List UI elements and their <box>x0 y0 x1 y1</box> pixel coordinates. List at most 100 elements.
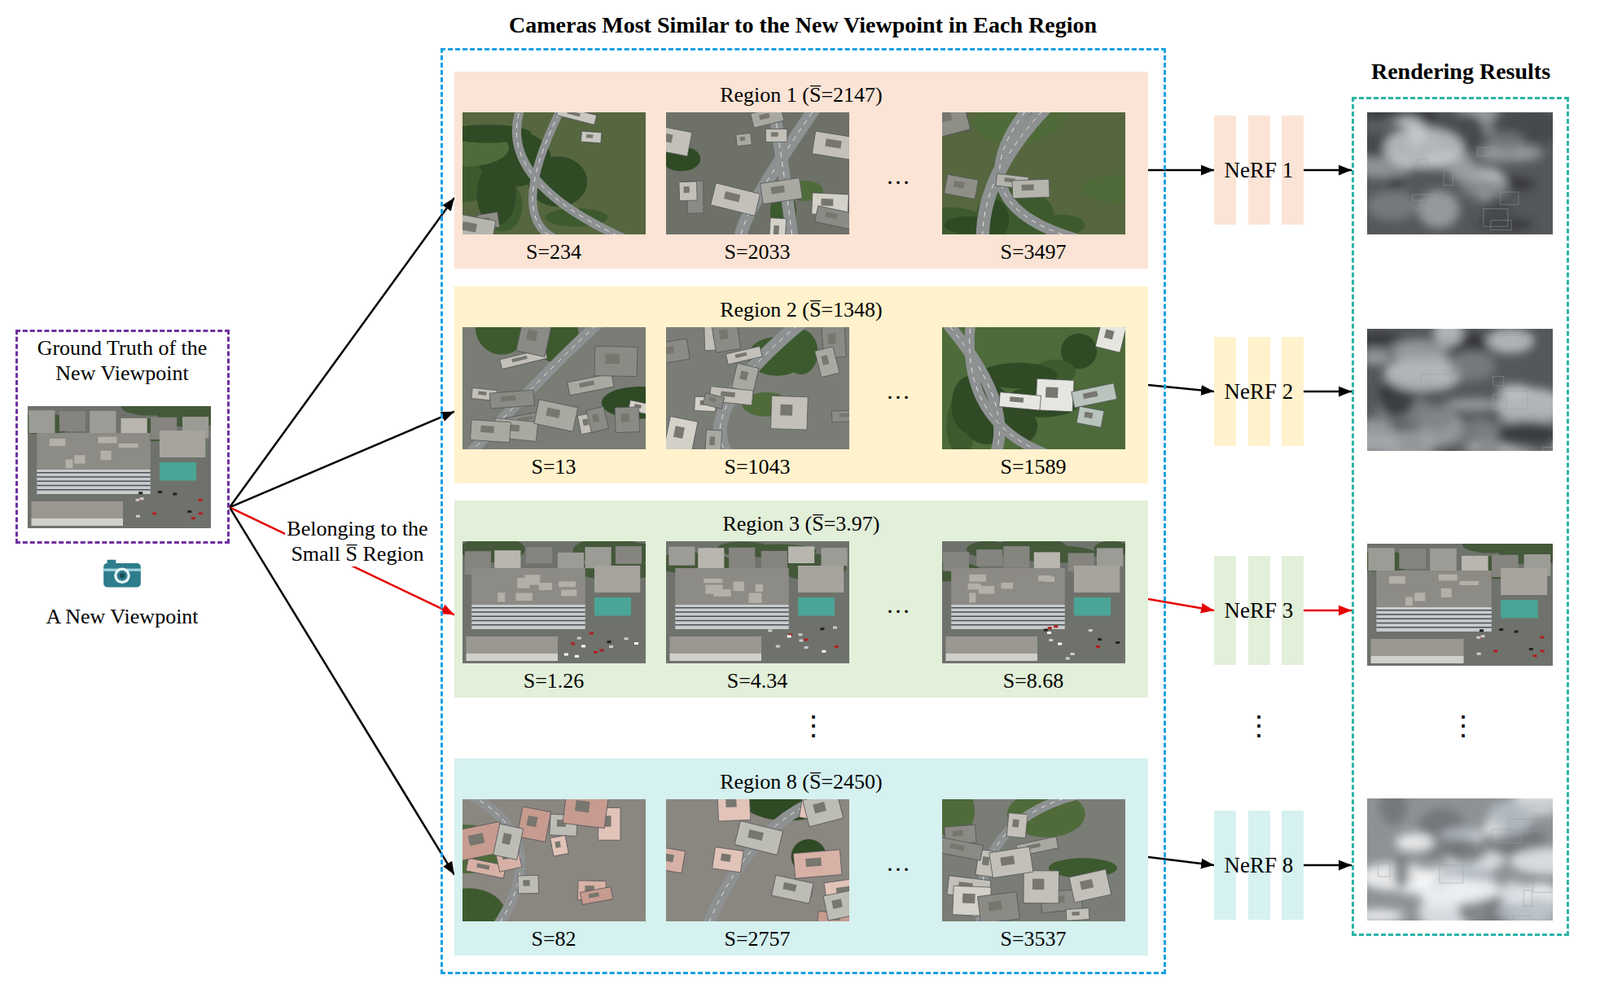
photo-shape <box>946 653 1039 662</box>
photo-shape <box>962 894 976 904</box>
building <box>550 835 570 857</box>
nerf-model: NeRF 8 <box>1214 810 1304 921</box>
photo-shape <box>1398 548 1426 570</box>
camera-body <box>103 563 141 588</box>
photo-shape <box>1500 192 1519 205</box>
photo-shape <box>782 882 797 893</box>
score-label: S=4.34 <box>667 668 847 694</box>
ellipsis: … <box>873 848 923 878</box>
photo-shape <box>951 616 1066 619</box>
photo-shape <box>135 515 141 518</box>
photo-shape <box>670 636 763 654</box>
photo-shape <box>516 327 552 357</box>
photo-shape <box>1533 654 1538 658</box>
photo-shape <box>666 123 693 157</box>
building <box>1071 383 1118 408</box>
photo-shape <box>804 646 809 649</box>
photo-shape <box>1477 653 1482 656</box>
photo-shape <box>545 407 561 419</box>
road-line <box>532 112 567 235</box>
vertical-ellipsis: ⋮ <box>797 710 830 744</box>
photo-shape <box>1088 629 1093 632</box>
photo-shape <box>978 586 995 595</box>
photo-shape <box>675 568 790 605</box>
photo-shape <box>788 546 815 564</box>
box-heading: Ground Truth of the New Viewpoint <box>30 335 215 386</box>
flow-arrow <box>229 507 455 875</box>
photo <box>462 327 646 450</box>
flow-arrow <box>1303 609 1352 613</box>
region-heading: Region 8 (S̅=2450) <box>556 769 1046 795</box>
photo-shape <box>946 636 1039 654</box>
photo <box>942 541 1126 664</box>
photo-shape <box>1003 546 1030 569</box>
photo-shape <box>574 655 579 658</box>
photo <box>462 799 646 922</box>
building <box>489 390 535 409</box>
photo-shape <box>494 550 521 569</box>
photo-shape <box>720 853 732 862</box>
photo-shape <box>824 211 838 220</box>
photo-shape <box>819 627 825 631</box>
photo-shape <box>89 411 116 434</box>
photo-shape <box>580 887 614 906</box>
photo-shape <box>666 338 690 365</box>
photo-shape <box>1512 916 1530 921</box>
photo-shape <box>951 607 1066 610</box>
photo-shape <box>812 802 827 814</box>
photo-shape <box>1420 374 1452 388</box>
building <box>517 875 540 895</box>
photo-shape <box>1393 854 1411 890</box>
photo-shape <box>951 624 1066 627</box>
photo-shape <box>1053 625 1058 628</box>
photo-shape <box>462 221 478 233</box>
photo-shape <box>187 510 192 513</box>
photo-shape <box>574 800 591 813</box>
photo-shape <box>666 131 673 143</box>
region-heading: Region 3 (S̅=3.97) <box>556 511 1046 537</box>
photo-shape <box>728 547 755 572</box>
photo-shape <box>944 174 979 199</box>
photo-shape <box>1533 875 1553 893</box>
results-group: Rendering Results <box>1351 96 1570 937</box>
road <box>516 112 633 235</box>
photo-shape <box>1509 848 1553 875</box>
photo-shape <box>561 590 577 597</box>
nerf-label: NeRF 2 <box>1214 378 1304 405</box>
road <box>532 112 567 235</box>
photo-shape <box>668 547 695 566</box>
photo-shape <box>497 592 505 602</box>
building <box>614 407 640 434</box>
photo-shape <box>493 824 524 860</box>
building <box>793 850 842 879</box>
photo-shape <box>1390 339 1449 364</box>
blurred-render <box>1367 798 1553 921</box>
building <box>567 373 614 396</box>
photo-shape <box>517 806 552 842</box>
photo-shape <box>615 546 642 565</box>
photo-shape <box>710 183 761 216</box>
road-line <box>999 112 1090 235</box>
photo-shape <box>720 390 736 398</box>
photo-shape <box>526 547 553 564</box>
photo <box>666 327 850 450</box>
flow-arrow <box>1148 169 1215 172</box>
photo-shape <box>591 413 600 423</box>
photo-shape <box>1479 629 1484 632</box>
photo-shape <box>517 875 540 895</box>
photo-shape <box>797 597 835 617</box>
building <box>802 799 844 828</box>
photo-shape <box>1367 547 1395 571</box>
building <box>666 338 690 365</box>
photo <box>1367 798 1553 921</box>
photo-shape <box>828 333 837 345</box>
photo-shape <box>740 136 746 141</box>
score-label: S=3497 <box>943 239 1123 265</box>
photo-shape <box>581 644 586 648</box>
photo-shape <box>1481 194 1511 233</box>
photo-shape <box>1376 570 1491 608</box>
photo-shape <box>823 890 850 921</box>
photo-shape <box>1539 636 1544 640</box>
photo-shape <box>824 138 842 149</box>
photo-shape <box>760 177 803 204</box>
